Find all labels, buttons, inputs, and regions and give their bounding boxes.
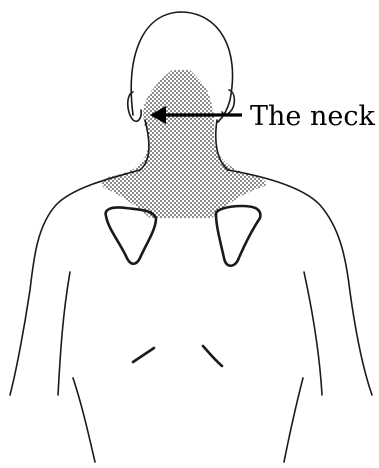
- left-waist-line: [73, 378, 95, 462]
- right-arm-inner-line: [304, 272, 322, 395]
- left-arm-inner-line: [58, 272, 70, 395]
- left-lower-back-mark: [133, 348, 154, 362]
- right-waist-line: [284, 378, 303, 462]
- right-lower-back-mark: [203, 346, 222, 366]
- neck-shaded-area: [102, 70, 266, 218]
- torso-right-outline: [228, 170, 372, 395]
- torso-left-outline: [10, 170, 140, 395]
- neck-label: The neck: [250, 101, 375, 132]
- right-shoulder-blade: [216, 206, 260, 266]
- right-ear: [222, 90, 234, 114]
- left-ear: [128, 92, 141, 121]
